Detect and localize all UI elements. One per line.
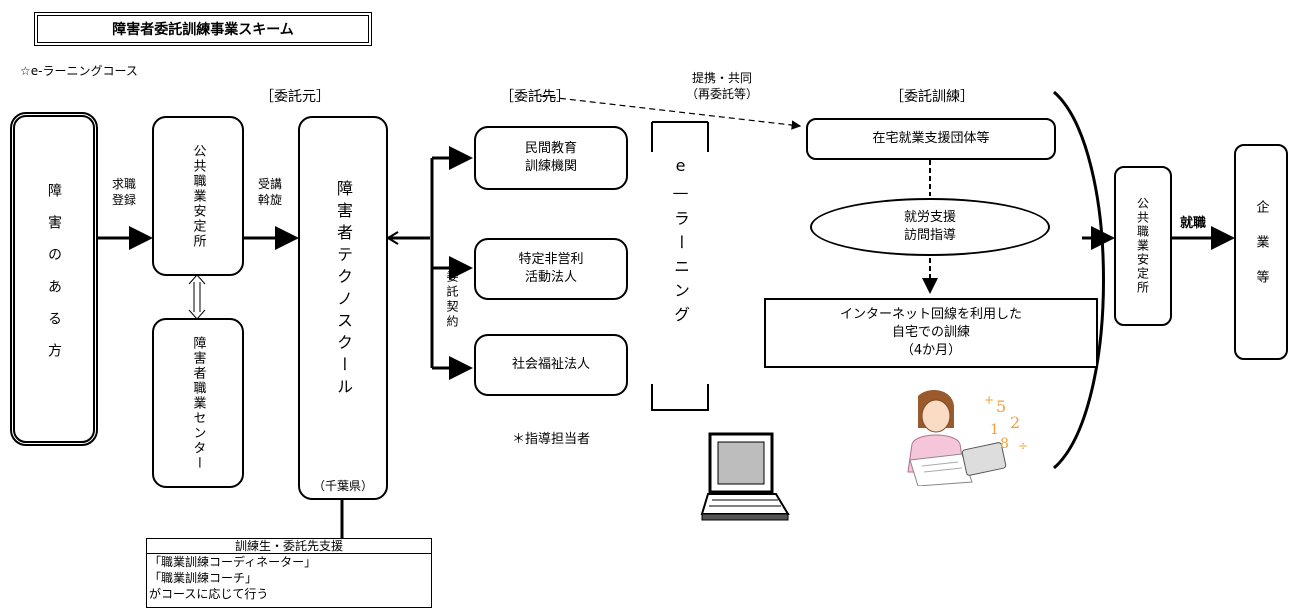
home-support-box: 在宅就業支援団体等 <box>806 118 1056 160</box>
svg-text:+: + <box>984 393 994 407</box>
person-label: 障害のある方 <box>46 183 62 375</box>
elearning-label: e—ラーニング <box>671 156 690 330</box>
company-label: 企業等 <box>1253 199 1269 305</box>
welfare-label: 社会福祉法人 <box>511 357 590 372</box>
kyushoku-label: 求職 <box>111 177 136 191</box>
welfare-box: 社会福祉法人 <box>474 334 628 396</box>
teikei-label: 提携・共同 <box>691 71 752 85</box>
npo-box: 特定非営利 活動法人 <box>474 238 628 300</box>
course-subtitle: ☆e-ラーニングコース <box>20 64 138 78</box>
heading-itakumoto: ［委託元］ <box>260 89 330 105</box>
techno-school-box: 障害者テクノスクール <box>298 116 388 500</box>
visit-guidance-label: 就労支援 訪問指導 <box>903 210 956 243</box>
chiba-label: （千葉県） <box>312 479 373 493</box>
support-header: 訓練生・委託先支援 <box>147 539 431 554</box>
svg-text:5: 5 <box>996 397 1006 416</box>
techno-school-label: 障害者テクノスクール <box>334 180 353 400</box>
npo-label: 特定非営利 活動法人 <box>518 252 584 285</box>
company-box: 企業等 <box>1234 144 1288 360</box>
home-training-label: インターネット回線を利用した 自宅での訓練 （4か月） <box>839 307 1022 358</box>
support-line-2: 「職業訓練コーチ」 <box>149 571 258 585</box>
diagram-title: 障害者委託訓練事業スキーム <box>34 12 372 46</box>
svg-text:÷: ÷ <box>1018 439 1028 453</box>
itaku-keiyaku-label-wrap: 委託契約 <box>440 270 464 354</box>
jukou-label: 受講 <box>257 177 282 191</box>
visit-guidance-ellipse: 就労支援 訪問指導 <box>810 198 1050 256</box>
heading-itakukunren: ［委託訓練］ <box>890 89 974 105</box>
support-box: 訓練生・委託先支援 「職業訓練コーディネーター」 「職業訓練コーチ」 がコースに… <box>146 538 432 608</box>
itaku-keiyaku-label: 委託契約 <box>445 270 459 330</box>
vocational-center-label: 障害者職業センター <box>190 335 206 471</box>
home-training-box: インターネット回線を利用した 自宅での訓練 （4か月） <box>764 298 1098 368</box>
hello-work-label: 公共職業安定所 <box>190 143 206 249</box>
minkan-box: 民間教育 訓練機関 <box>474 126 628 190</box>
heading-itakusaki: ［委託先］ <box>500 89 570 105</box>
woman-calculator-illustration: 5 2 1 8 + ÷ <box>907 390 1028 486</box>
home-support-label: 在宅就業支援団体等 <box>872 131 990 146</box>
hello-work-2-label: 公共職業安定所 <box>1135 197 1150 295</box>
minkan-label: 民間教育 訓練機関 <box>524 141 577 174</box>
assen-label: 斡旋 <box>257 193 282 207</box>
svg-text:2: 2 <box>1010 413 1020 432</box>
teikei-sublabel: （再委託等） <box>685 87 758 101</box>
support-line-1: 「職業訓練コーディネーター」 <box>149 555 317 569</box>
person-box: 障害のある方 <box>10 112 98 446</box>
svg-text:8: 8 <box>1000 436 1009 452</box>
shushoku-label: 就職 <box>1180 216 1207 231</box>
laptop-icon <box>700 432 790 521</box>
vocational-center-box: 障害者職業センター <box>152 318 244 488</box>
hello-work-2-box: 公共職業安定所 <box>1114 166 1172 326</box>
svg-text:1: 1 <box>990 422 999 438</box>
hello-work-box: 公共職業安定所 <box>152 116 244 276</box>
support-line-3: がコースに応じて行う <box>149 587 269 601</box>
note-shidou: ＊指導担当者 <box>512 432 591 447</box>
elearning-label-wrap: e—ラーニング <box>660 156 700 382</box>
touroku-label: 登録 <box>111 193 136 207</box>
